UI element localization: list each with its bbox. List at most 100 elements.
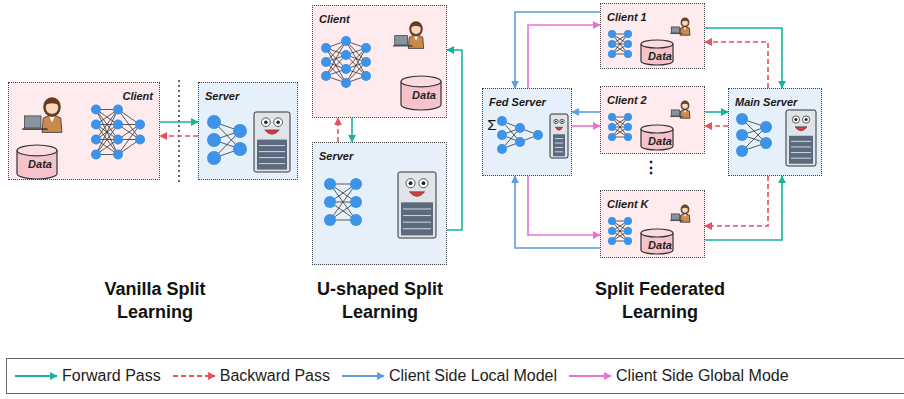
net-neuron xyxy=(624,50,632,58)
net-neuron xyxy=(91,120,101,130)
client-box: ClientData xyxy=(312,5,447,118)
server-icon xyxy=(398,172,436,238)
symbol-label: Σ xyxy=(485,116,499,135)
net-neuron xyxy=(350,214,362,226)
net-neuron xyxy=(350,196,362,208)
net-neuron xyxy=(624,40,632,48)
legend-text: Forward Pass xyxy=(62,367,161,385)
user-figure xyxy=(670,18,690,36)
net-link xyxy=(96,110,118,155)
caption-text: Split Federated Learning xyxy=(595,279,725,322)
net-neuron xyxy=(497,130,507,140)
net-neuron xyxy=(608,40,616,48)
net-neuron xyxy=(91,105,101,115)
global-model-arrow xyxy=(572,125,600,127)
net-neuron xyxy=(608,30,616,38)
neural-network xyxy=(321,36,371,88)
client-box: Client 2Data xyxy=(600,86,705,154)
net-neuron xyxy=(624,227,632,235)
forward-arrow xyxy=(447,50,462,230)
data-cylinder: Data xyxy=(641,125,679,150)
net-neuron xyxy=(341,36,351,46)
divider-line xyxy=(178,80,180,182)
net-neuron xyxy=(608,237,616,245)
net-neuron xyxy=(207,151,221,165)
data-cylinder: Data xyxy=(641,229,679,254)
net-link xyxy=(96,110,118,155)
server-box: Server xyxy=(198,82,298,180)
server-icon xyxy=(550,114,568,158)
box-fill xyxy=(600,86,705,154)
box-heading: Client K xyxy=(607,198,649,210)
net-neuron xyxy=(736,113,748,125)
net-neuron xyxy=(135,120,145,130)
net-neuron xyxy=(497,116,507,126)
backward-arrow xyxy=(337,118,339,142)
net-neuron xyxy=(608,217,616,225)
neural-network xyxy=(736,113,772,157)
box-fill xyxy=(312,5,447,118)
net-neuron xyxy=(760,137,772,149)
net-neuron xyxy=(361,57,371,67)
box-heading: Server xyxy=(319,150,353,162)
net-neuron xyxy=(624,30,632,38)
data-label: Data xyxy=(641,125,679,147)
box-heading: Client xyxy=(319,13,350,25)
net-neuron xyxy=(624,237,632,245)
box-heading: Server xyxy=(205,90,239,102)
box-fill xyxy=(600,190,705,258)
data-cylinder: Data xyxy=(401,76,447,110)
neural-network xyxy=(497,116,543,154)
symbol-text: Σ xyxy=(487,116,496,133)
net-neuron xyxy=(497,144,507,154)
data-label: Data xyxy=(401,76,447,101)
data-cylinder: Data xyxy=(17,145,63,179)
box-fill xyxy=(728,88,822,176)
net-neuron xyxy=(361,43,371,53)
net-neuron xyxy=(341,50,351,60)
net-neuron xyxy=(233,124,247,138)
client-box: Client 1Data xyxy=(600,3,705,69)
net-neuron xyxy=(113,120,123,130)
user-figure xyxy=(670,101,690,119)
net-neuron xyxy=(207,133,221,147)
data-cylinder: Data xyxy=(641,40,679,65)
forward-arrow xyxy=(351,118,353,142)
user-figure xyxy=(22,97,62,132)
symbol-label: ⋮ xyxy=(643,158,657,178)
section-caption: Split Federated Learning xyxy=(585,278,735,323)
neural-network xyxy=(608,217,632,245)
net-neuron xyxy=(624,123,632,131)
neural-network xyxy=(324,178,362,226)
net-neuron xyxy=(321,43,331,53)
net-neuron xyxy=(533,130,543,140)
local-model-arrow xyxy=(515,176,600,248)
net-neuron xyxy=(515,123,525,133)
data-label: Data xyxy=(17,145,63,170)
legend-text: Client Side Local Model xyxy=(389,367,557,385)
user-figure xyxy=(393,21,424,48)
neural-network xyxy=(91,105,145,160)
net-neuron xyxy=(624,113,632,121)
section-caption: Vanilla Split Learning xyxy=(85,278,225,323)
net-neuron xyxy=(608,133,616,141)
client-box: ClientData xyxy=(8,82,160,180)
net-neuron xyxy=(324,178,336,190)
net-neuron xyxy=(91,150,101,160)
net-neuron xyxy=(361,71,371,81)
legend-box: Forward Pass Backward Pass Client Side Loc… xyxy=(6,358,904,394)
legend-sample xyxy=(13,369,59,383)
net-neuron xyxy=(624,217,632,225)
legend-text: Backward Pass xyxy=(220,367,330,385)
net-neuron xyxy=(233,142,247,156)
net-neuron xyxy=(135,135,145,145)
box-fill xyxy=(198,82,298,180)
net-neuron xyxy=(324,214,336,226)
net-neuron xyxy=(515,137,525,147)
box-heading: Main Server xyxy=(735,96,797,108)
net-neuron xyxy=(350,178,362,190)
symbol-text: ⋮ xyxy=(643,159,659,176)
backward-arrow xyxy=(705,42,768,88)
neural-network xyxy=(608,30,632,58)
net-neuron xyxy=(341,64,351,74)
